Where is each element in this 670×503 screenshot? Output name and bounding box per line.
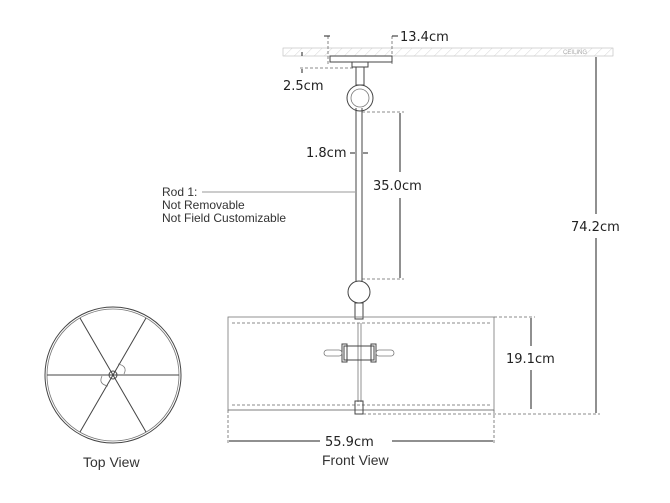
rod bbox=[355, 108, 363, 282]
rod-note-title: Rod 1: bbox=[162, 185, 197, 199]
rod-note: Rod 1: Not Removable Not Field Customiza… bbox=[162, 185, 355, 225]
rod-note-line-1: Not Removable bbox=[162, 198, 245, 212]
shade-height-label: 19.1cm bbox=[506, 352, 555, 367]
canopy-depth-dimension: 2.5cm bbox=[283, 52, 355, 94]
rod-length-label: 35.0cm bbox=[373, 179, 422, 194]
canopy-width-dimension: 13.4cm bbox=[324, 30, 449, 64]
rod-diameter-dimension: 1.8cm bbox=[306, 146, 368, 161]
overall-height-dimension: 74.2cm bbox=[571, 57, 620, 413]
ball-joint bbox=[347, 280, 371, 320]
canopy-depth-label: 2.5cm bbox=[283, 79, 324, 94]
rod-note-line-2: Not Field Customizable bbox=[162, 211, 286, 225]
shade-top-view: Top View bbox=[44, 306, 182, 470]
shade-width-dimension: 55.9cm Front View bbox=[227, 410, 495, 468]
ceiling: CEILING bbox=[282, 47, 614, 57]
ceiling-label: CEILING bbox=[563, 50, 587, 56]
top-view-label: Top View bbox=[83, 454, 140, 470]
canopy-width-label: 13.4cm bbox=[400, 30, 449, 45]
rod-length-dimension: 35.0cm bbox=[362, 111, 422, 280]
front-view-label: Front View bbox=[322, 452, 390, 468]
shade-width-label: 55.9cm bbox=[325, 435, 374, 450]
shade-height-dimension: 19.1cm bbox=[363, 316, 600, 415]
canopy bbox=[329, 55, 393, 112]
shade-front-view bbox=[227, 316, 495, 415]
rod-diameter-label: 1.8cm bbox=[306, 146, 347, 161]
overall-height-label: 74.2cm bbox=[571, 220, 620, 235]
